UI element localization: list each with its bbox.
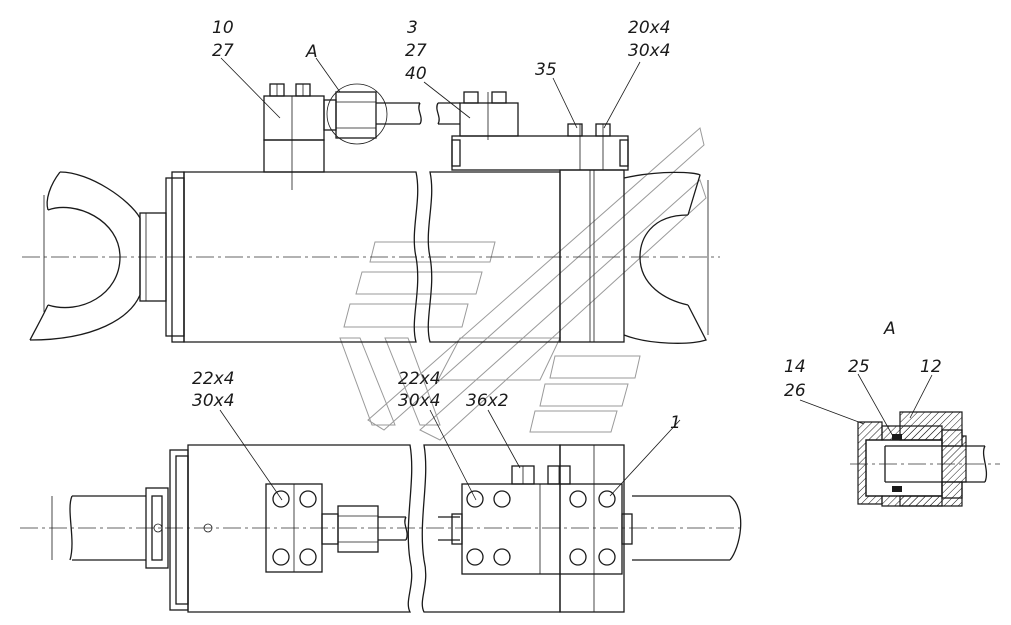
detail-callout-12: 12 [920,357,942,377]
callout-A: А [305,42,318,62]
detail-a [850,411,1000,507]
callout-1: 1 [670,413,681,433]
detail-callout-25: 25 [848,357,870,377]
callout-labels: 10 27 А 3 27 40 35 20x4 30x4 22x4 30x4 2… [192,18,942,433]
callout-3: 3 [407,18,418,38]
callout-27-right: 27 [405,41,427,61]
callout-36x2: 36x2 [466,391,509,411]
detail-title-A: А [883,319,896,339]
top-view [22,83,720,344]
callout-22x4-mid: 22x4 [398,369,441,389]
callout-20x4: 20x4 [628,18,671,38]
callout-30x4-top: 30x4 [628,41,671,61]
detail-callout-14: 14 [784,357,806,377]
bottom-view [20,444,745,613]
callout-10: 10 [212,18,234,38]
callout-30x4-left: 30x4 [192,391,235,411]
callout-35: 35 [535,60,557,80]
detail-callout-26: 26 [784,381,806,401]
callout-30x4-mid: 30x4 [398,391,441,411]
leader-lines [219,57,933,501]
callout-40: 40 [405,64,427,84]
left-clevis-eye [29,171,141,341]
watermark-logo [339,127,707,441]
callout-22x4-left: 22x4 [192,369,235,389]
callout-27-left: 27 [212,41,234,61]
